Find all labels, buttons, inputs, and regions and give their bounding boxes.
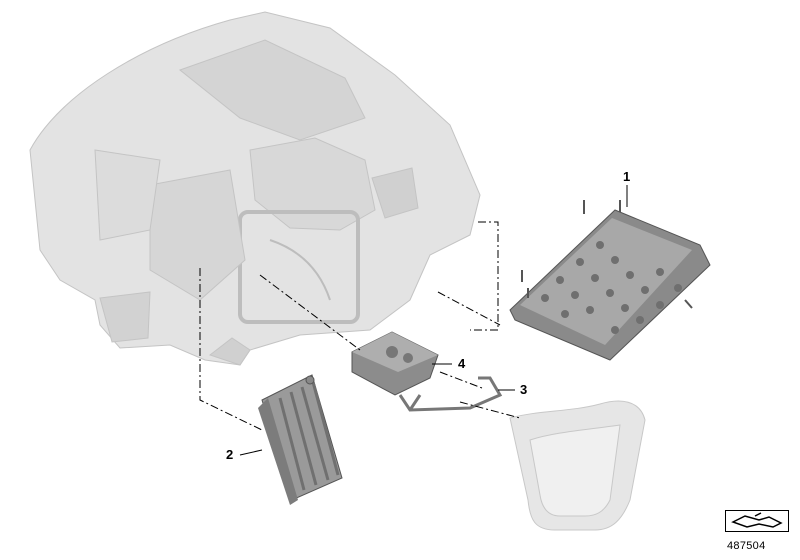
cover-cap-ghost [509,400,646,531]
heat-sink-part [258,374,343,505]
headlight-housing-ghost [29,11,481,366]
callout-leaders [239,185,628,456]
reference-number: 487504 [727,540,766,552]
bracket-part [398,376,503,412]
callout-1: 1 [623,169,631,184]
callout-4: 4 [458,356,466,371]
callout-2: 2 [226,447,234,462]
vehicle-section-stamp-icon [725,510,789,532]
callout-3: 3 [520,382,528,397]
control-unit-part [351,331,439,396]
led-module-part [509,200,711,361]
assembly-leader-lines [199,221,521,431]
